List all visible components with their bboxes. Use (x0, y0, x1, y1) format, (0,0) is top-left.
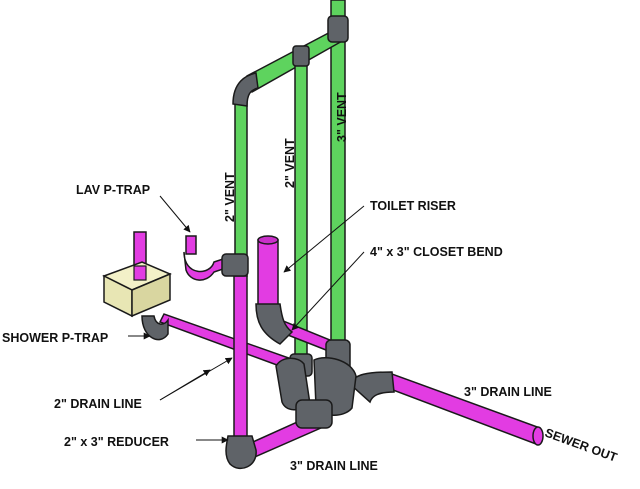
label-drain-2in: 2" DRAIN LINE (54, 397, 142, 411)
label-drain-3in-bottom: 3" DRAIN LINE (290, 459, 378, 473)
label-vent-left: 2" VENT (223, 172, 237, 222)
shower-box (102, 261, 172, 318)
label-lav-ptrap: LAV P-TRAP (76, 183, 150, 197)
vent-elbow-left (232, 72, 259, 107)
reducer-fitting (225, 435, 257, 470)
vent-tee-top (327, 15, 349, 43)
toilet-riser (257, 235, 279, 311)
lav-ptrap (183, 235, 249, 281)
main-tee-fittings (275, 339, 357, 429)
drain-vertical-left-pipe (233, 275, 248, 439)
label-shower-ptrap: SHOWER P-TRAP (2, 331, 108, 345)
label-toilet-riser: TOILET RISER (370, 199, 456, 213)
label-vent-mid: 2" VENT (283, 138, 297, 188)
drain-3in-right-elbow (349, 371, 395, 404)
label-vent-right: 3" VENT (335, 92, 349, 142)
vent-tee-middle (292, 45, 310, 67)
label-reducer: 2" x 3" REDUCER (64, 435, 169, 449)
label-sewer-out: SEWER OUT (543, 426, 619, 465)
closet-bend (255, 303, 294, 345)
label-closet-bend: 4" x 3" CLOSET BEND (370, 245, 503, 259)
label-drain-3in-right: 3" DRAIN LINE (464, 385, 552, 399)
vent-3in-pipe (330, 0, 346, 381)
